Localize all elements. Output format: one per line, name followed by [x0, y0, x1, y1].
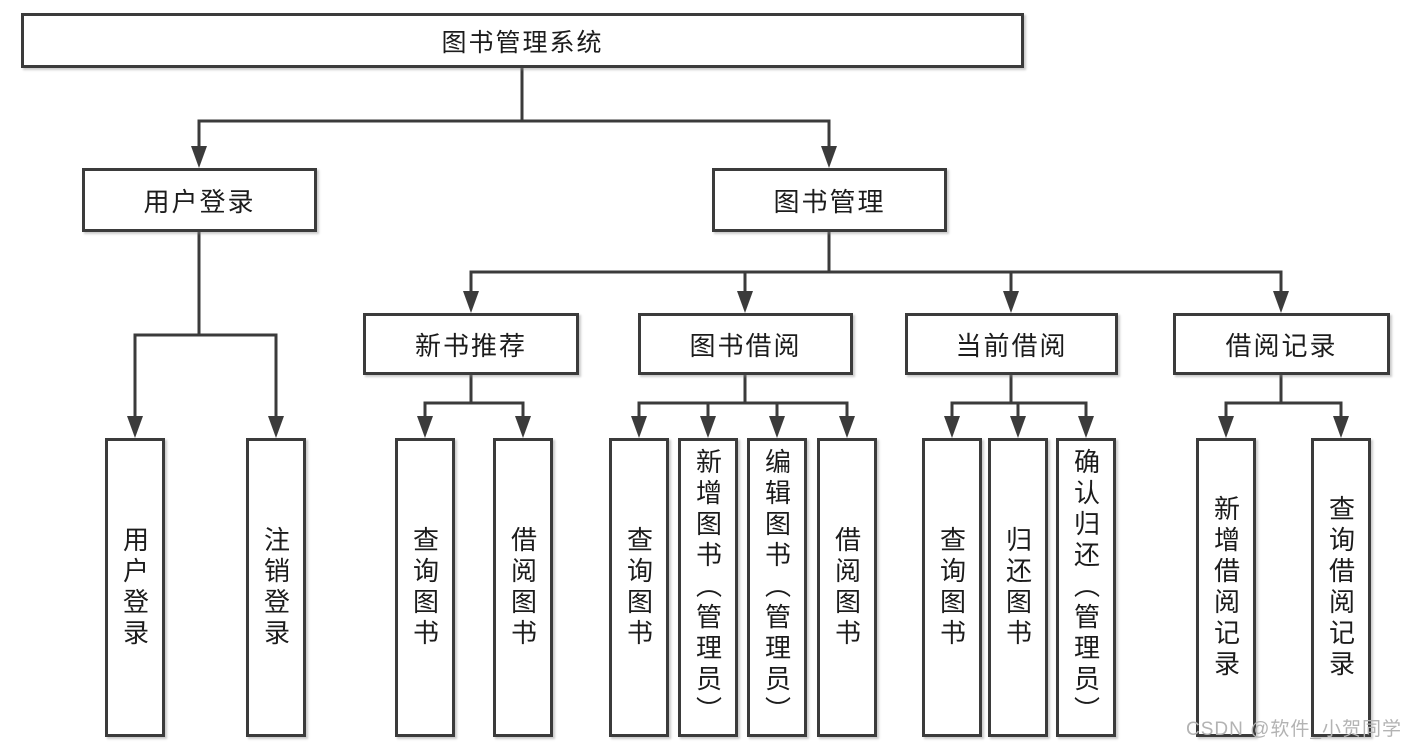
- node-new-book-recommend: 新书推荐: [363, 313, 579, 375]
- connector-new-books-to-leaves: [417, 375, 531, 438]
- node-query-books-borrow: 查询图书: [609, 438, 669, 737]
- node-current-borrowing: 当前借阅: [905, 313, 1118, 375]
- node-book-management: 图书管理: [712, 168, 947, 232]
- csdn-watermark: CSDN @软件_小贺同学: [1186, 719, 1402, 740]
- node-user-login: 用户登录: [105, 438, 165, 737]
- node-add-book-admin: 新增图书（管理员）: [678, 438, 738, 737]
- connector-book-mgmt-to-level3: [463, 232, 1289, 313]
- node-query-books-current: 查询图书: [922, 438, 982, 737]
- connector-current-borrow-to-leaves: [944, 375, 1094, 438]
- node-query-books-newbooks: 查询图书: [395, 438, 455, 737]
- connector-borrow-records-to-leaves: [1218, 375, 1349, 438]
- node-book-borrowing: 图书借阅: [638, 313, 853, 375]
- node-borrow-books-borrow: 借阅图书: [817, 438, 877, 737]
- connector-user-login-to-leaves: [127, 232, 284, 438]
- node-query-borrow-record: 查询借阅记录: [1311, 438, 1371, 737]
- node-edit-book-admin: 编辑图书（管理员）: [747, 438, 807, 737]
- node-borrow-books-newbooks: 借阅图书: [493, 438, 553, 737]
- node-user-login-branch: 用户登录: [82, 168, 317, 232]
- node-library-management-system: 图书管理系统: [21, 13, 1024, 68]
- node-logout-login: 注销登录: [246, 438, 306, 737]
- connector-root-to-level2: [191, 68, 837, 168]
- node-add-borrow-record: 新增借阅记录: [1196, 438, 1256, 737]
- connector-book-borrow-to-leaves: [631, 375, 855, 438]
- node-return-book: 归还图书: [988, 438, 1048, 737]
- node-borrowing-records: 借阅记录: [1173, 313, 1390, 375]
- node-confirm-return-admin: 确认归还（管理员）: [1056, 438, 1116, 737]
